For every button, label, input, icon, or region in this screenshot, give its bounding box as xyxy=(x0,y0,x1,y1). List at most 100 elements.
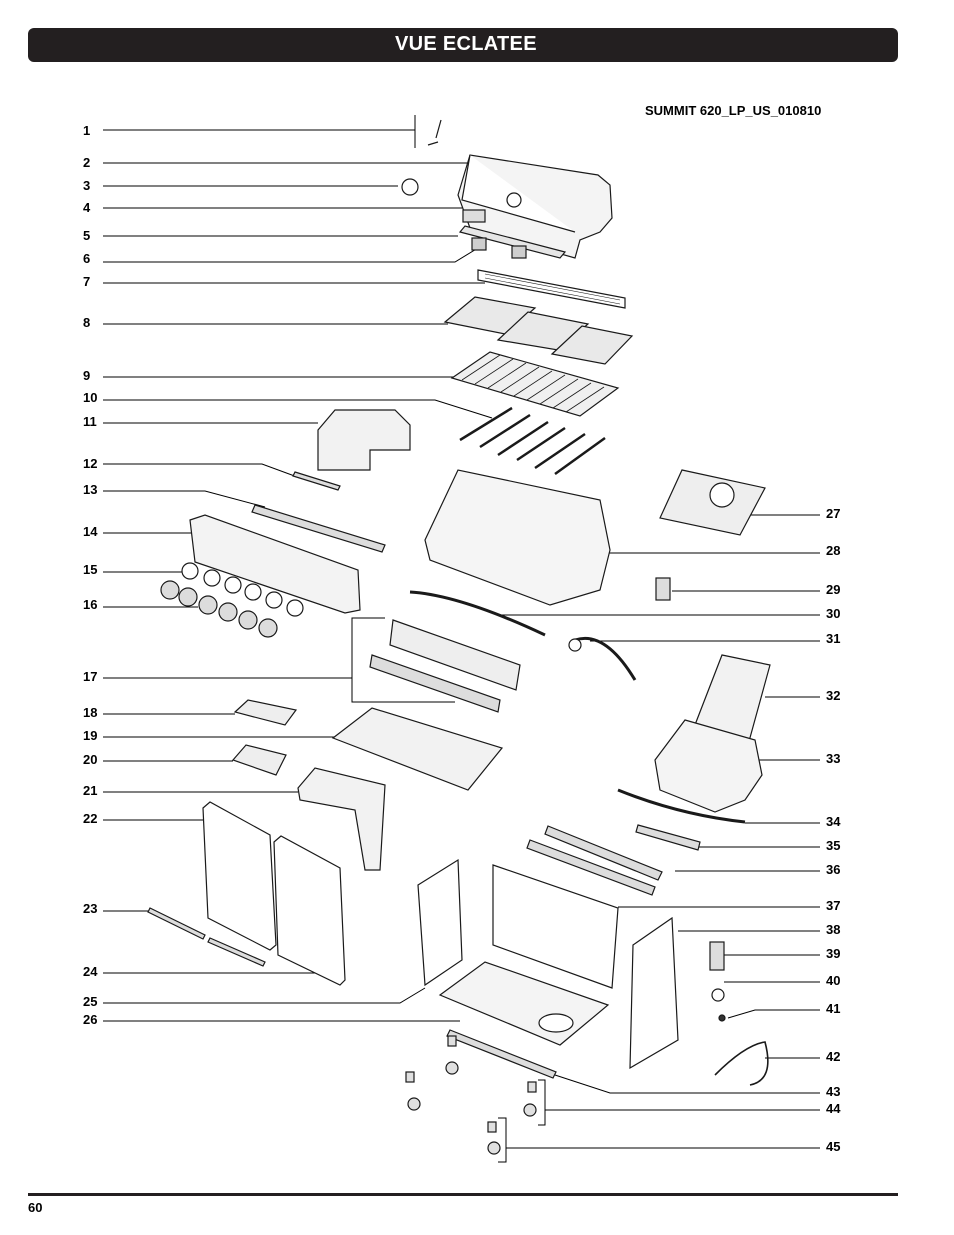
callout-label: 41 xyxy=(826,1001,841,1016)
callout-label: 13 xyxy=(83,482,98,497)
part-31-fitting xyxy=(568,638,582,652)
leader-41 xyxy=(727,1009,820,1019)
part-39-igniter-module xyxy=(709,941,725,971)
callout-label: 36 xyxy=(826,862,841,877)
callout-label: 24 xyxy=(83,964,98,979)
callout-label: 39 xyxy=(826,946,841,961)
part-1-clip xyxy=(427,141,439,146)
callout-label: 8 xyxy=(83,315,91,330)
part-34-hose xyxy=(617,788,746,824)
callout-label: 30 xyxy=(826,606,841,621)
part-36-rail-b xyxy=(526,839,656,896)
callout-label: 25 xyxy=(83,994,98,1009)
callout-label: 12 xyxy=(83,456,98,471)
part-4-thermometer-hole xyxy=(506,192,522,208)
callout-label: 42 xyxy=(826,1049,841,1064)
bracket-44 xyxy=(538,1079,546,1126)
callout-label: 10 xyxy=(83,390,98,405)
part-12-igniter xyxy=(292,471,341,491)
part-24-door-right xyxy=(273,835,346,986)
bracket-45 xyxy=(498,1117,507,1163)
callout-label: 37 xyxy=(826,898,841,913)
callout-label: 1 xyxy=(83,123,91,138)
callout-label: 19 xyxy=(83,728,98,743)
title-bar: VUE ECLATEE xyxy=(28,28,898,62)
part-38-right-panel xyxy=(629,916,679,1070)
part-15-bezels xyxy=(181,562,304,617)
bracket-17 xyxy=(351,617,455,703)
part-14-control-panel xyxy=(189,514,361,614)
part-11-heat-shield xyxy=(317,409,411,471)
part-22-door-left xyxy=(202,801,277,951)
callout-label: 11 xyxy=(83,414,97,429)
part-17-panel-b xyxy=(369,654,501,713)
part-2-logo-plate xyxy=(462,209,486,223)
part-36-rail-a xyxy=(544,825,663,881)
callout-label: 21 xyxy=(83,783,98,798)
part-5-handle xyxy=(458,225,567,259)
callout-label: 34 xyxy=(826,814,841,829)
leader-43 xyxy=(554,1074,820,1094)
part-17-panel-a xyxy=(389,619,521,691)
callout-label: 14 xyxy=(83,524,98,539)
callout-label: 31 xyxy=(826,631,841,646)
model-code: SUMMIT 620_LP_US_010810 xyxy=(645,103,822,118)
callout-label: 17 xyxy=(83,669,98,684)
part-6-handle-bracket-b xyxy=(511,245,527,259)
part-13-manifold xyxy=(251,504,386,553)
part-37-rear-panel xyxy=(492,864,619,989)
callout-label: 40 xyxy=(826,973,841,988)
leader-lines xyxy=(103,115,820,1163)
part-43-crossbar xyxy=(446,1029,557,1079)
part-31-hose xyxy=(574,636,637,681)
part-28-cookbox xyxy=(424,469,611,606)
part-40-button xyxy=(711,988,725,1002)
callout-label: 45 xyxy=(826,1139,841,1154)
part-20-drip-pan xyxy=(231,744,287,776)
leader-13 xyxy=(103,490,266,508)
callout-label: 16 xyxy=(83,597,98,612)
part-25-left-panel xyxy=(417,858,463,987)
part-21-scale xyxy=(297,767,386,871)
callout-label: 3 xyxy=(83,178,91,193)
callout-label: 6 xyxy=(83,251,91,266)
callout-label: 29 xyxy=(826,582,841,597)
part-44-casters xyxy=(405,1035,537,1117)
part-7-rack-bars xyxy=(484,273,621,305)
part-6-handle-bracket-a xyxy=(471,237,487,251)
part-27-burner-ring xyxy=(709,482,735,508)
part-26-tank-hole xyxy=(538,1013,574,1033)
page-title: VUE ECLATEE xyxy=(395,33,537,55)
callout-label: 20 xyxy=(83,752,98,767)
part-19-bottom-tray xyxy=(331,707,504,791)
part-23-door-handle-a xyxy=(147,907,206,940)
callout-label: 38 xyxy=(826,922,841,937)
part-35-bracket xyxy=(635,824,701,851)
part-23-door-handle-b xyxy=(207,937,266,967)
part-drawings xyxy=(147,119,771,1155)
callout-label: 27 xyxy=(826,506,841,521)
callout-label: 2 xyxy=(83,155,91,170)
part-9-flavorizer-bars xyxy=(450,351,620,417)
part-16-knobs xyxy=(160,580,278,638)
callout-label: 22 xyxy=(83,811,98,826)
part-8-cooking-grates xyxy=(443,296,634,365)
callout-label: 28 xyxy=(826,543,841,558)
callout-label: 5 xyxy=(83,228,91,243)
part-2-lid-edge xyxy=(461,154,576,233)
callout-label: 33 xyxy=(826,751,841,766)
callout-label: 4 xyxy=(83,200,91,215)
part-45-casters xyxy=(487,1121,501,1155)
callout-label: 26 xyxy=(83,1012,98,1027)
part-42-wire xyxy=(714,1041,769,1086)
callout-label: 32 xyxy=(826,688,841,703)
leader-6 xyxy=(103,247,479,263)
footer-rule xyxy=(28,1193,898,1196)
leader-10 xyxy=(103,399,493,419)
part-18-catch-pan xyxy=(233,699,298,726)
leader-25 xyxy=(103,987,426,1004)
part-3-thermometer xyxy=(401,178,419,196)
callout-label: 43 xyxy=(826,1084,841,1099)
part-1-screw xyxy=(435,119,442,139)
